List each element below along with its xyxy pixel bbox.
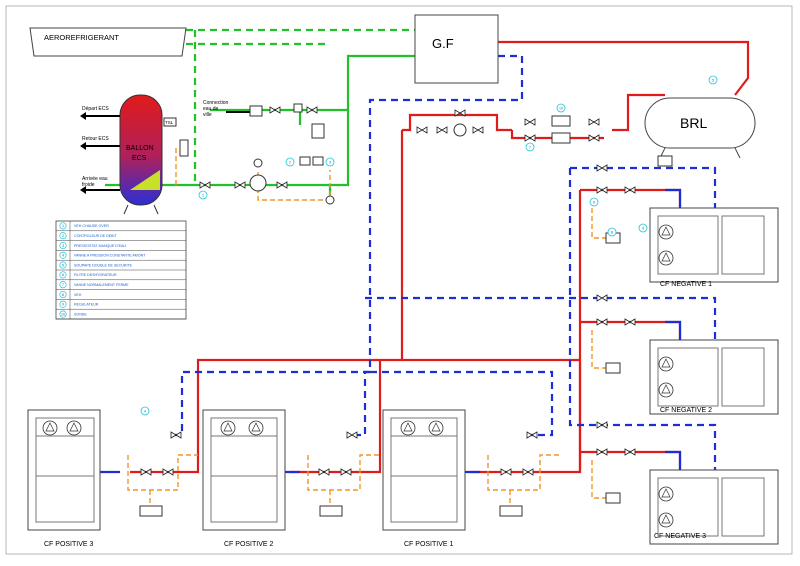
cf-negative-2-label: CF NEGATIVE 2	[660, 407, 712, 414]
legend-number: 8	[62, 293, 64, 297]
legend-number: 7	[62, 283, 64, 287]
gf-label: G.F	[432, 36, 454, 51]
legend-number-marker	[59, 281, 67, 289]
connection-label-1: Connection	[203, 100, 229, 106]
callout-number: 2	[289, 161, 291, 165]
legend-number: 4	[62, 254, 64, 258]
legend-item-text: REGULATEUR	[74, 303, 99, 307]
callout-bubble	[140, 406, 150, 416]
cold-piping	[170, 54, 717, 470]
callout-number: 1	[202, 194, 204, 198]
depart-ecs-label: Départ ECS	[82, 106, 109, 112]
brl-tank: BRL	[644, 97, 756, 159]
ballon-label: BALLON	[126, 145, 154, 152]
ecs-label: ECS	[132, 155, 147, 162]
legend-item-text: PRESSOSTAT MANQUE D'EAU	[74, 244, 126, 248]
callout-number: 7	[529, 146, 531, 150]
legend-number-marker	[59, 222, 67, 230]
callout-number: 8	[611, 231, 613, 235]
gf-unit: G.F	[414, 14, 499, 84]
callout-bubble	[589, 197, 599, 207]
cf-positive-3: CF POSITIVE 3	[27, 409, 101, 548]
aerorefrigerant-label: AEROREFRIGERANT	[44, 33, 119, 42]
city-water-connection: Connection eau de ville	[203, 100, 325, 139]
cf-positive-2-label: CF POSITIVE 2	[224, 541, 274, 548]
filter-group	[416, 109, 600, 144]
sensor-piping	[127, 148, 616, 512]
cf-negative-3: CF NEGATIVE 3	[649, 469, 779, 545]
callout-bubble	[525, 142, 535, 152]
cf-positive-1: CF POSITIVE 1	[382, 409, 466, 548]
legend-number-marker	[59, 300, 67, 308]
legend-number: 6	[62, 273, 64, 277]
legend-number: 3	[62, 244, 64, 248]
brl-label: BRL	[680, 115, 707, 131]
callout-number: 6	[593, 201, 595, 205]
legend-number-marker	[59, 232, 67, 240]
regulator-boxes	[139, 155, 673, 517]
cf-positive-3-label: CF POSITIVE 3	[44, 541, 94, 548]
ballon-ecs-tank: BALLON ECS	[119, 94, 163, 215]
cf-negative-1-label: CF NEGATIVE 1	[660, 281, 712, 288]
legend-item-text: SONDE	[74, 312, 87, 316]
connection-label-3: ville	[203, 112, 212, 118]
tsl-sensor-label: TSL	[165, 120, 174, 125]
callout-bubble	[198, 190, 208, 200]
callout-bubble	[708, 75, 718, 85]
legend-number: 1	[62, 224, 64, 228]
callout-bubble	[638, 223, 648, 233]
legend-number-marker	[59, 290, 67, 299]
legend-number-marker	[59, 271, 67, 279]
cf-negative-2: CF NEGATIVE 2	[649, 339, 779, 415]
cf-positive-2: CF POSITIVE 2	[202, 409, 286, 548]
cf-negative-3-label: CF NEGATIVE 3	[654, 533, 706, 540]
ecs-connections: Départ ECS Retour ECS Arrivée eau froide	[80, 106, 120, 194]
cf-negative-1: CF NEGATIVE 1	[649, 207, 779, 288]
legend-item-text: VANNE NORMALEMENT FERME	[74, 283, 129, 287]
legend-item-text: VANNE A PRESSION CONSTANTE AMONT	[74, 254, 146, 258]
callout-bubble	[325, 157, 335, 167]
legend-number-marker	[59, 310, 67, 318]
legend-item-text: VEH	[74, 293, 82, 297]
legend-number: 2	[62, 234, 64, 238]
legend-number: 9	[62, 303, 64, 307]
callout-bubble	[607, 227, 617, 237]
ecs-pump-group: TSL	[163, 117, 335, 205]
page-frame	[5, 5, 793, 555]
connection-label-2: eau de	[203, 106, 219, 112]
legend-number: 5	[62, 263, 64, 267]
froide-label: froide	[82, 182, 95, 188]
retour-ecs-label: Retour ECS	[82, 136, 109, 142]
cf-positive-1-label: CF POSITIVE 1	[404, 541, 454, 548]
legend-number-marker	[59, 251, 67, 259]
callout-number: 3	[329, 161, 331, 165]
legend-box: 1 VEH CHAUDE OVER 2 CONTROLEUR DE DEBIT 3 PRE…	[55, 220, 187, 320]
callout-bubble	[285, 157, 295, 167]
legend-number: 10	[61, 312, 65, 316]
legend-item-text: SOUPAPE DOUBLE DE SECURITE	[74, 263, 133, 267]
callout-bubble	[556, 103, 566, 113]
callout-number: 10	[559, 107, 563, 111]
callout-number: 9	[642, 227, 644, 231]
legend-item-text: FILTRE DESHYDRATEUR	[74, 273, 117, 277]
legend-item-text: VEH CHAUDE OVER	[74, 224, 109, 228]
callout-number: 4	[144, 410, 146, 414]
callout-number: 5	[712, 79, 714, 83]
arrivee-eau-label: Arrivée eau	[82, 176, 108, 182]
callout-markers: 1 2 3 4 5 6 7 8 9 10	[140, 75, 718, 416]
aerorefrigerant-unit: AEROREFRIGERANT	[29, 27, 187, 57]
legend-number-marker	[59, 261, 67, 269]
legend-item-text: CONTROLEUR DE DEBIT	[74, 234, 118, 238]
legend-number-marker	[59, 241, 67, 250]
